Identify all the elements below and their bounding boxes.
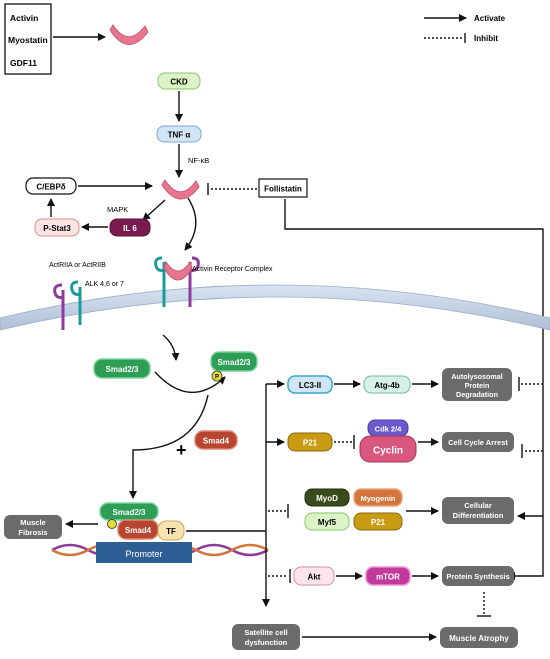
myf5-label: Myf5 [318,518,337,527]
p21-node [287,432,333,452]
cebp-node [25,177,77,195]
autolysosomal-label-1: Autolysosomal [451,372,503,381]
nfkb-label: NF-κB [188,156,209,165]
cyclin-node [359,435,417,463]
myod-node [304,488,350,507]
receptor-actrii [53,283,65,330]
muscle-fibrosis-node [4,515,62,539]
receptor-complex-label: Activin Receptor Complex [192,266,273,273]
ligand-myostatin: Myostatin [8,35,48,45]
ligand-activin: Activin [10,13,38,23]
autolysosomal-label-2: Protein [465,381,490,390]
satellite-cell-node [232,624,300,650]
protein-synthesis-label: Protein Synthesis [446,572,509,581]
autolysosomal-label-3: Degradation [456,390,498,399]
akt-node [293,566,335,586]
actrii-label: ActRIIA or ActRIIB [49,262,106,269]
cellular-differentiation-label-2: Differentiation [453,511,504,520]
myostatin-icon [161,179,200,200]
ckd-label: CKD [170,78,188,87]
ckd-node [157,72,201,90]
cellular-differentiation-node [442,497,514,524]
p21-b-label: P21 [371,518,386,527]
smad23-node [93,358,151,379]
tnf-node [156,125,202,143]
atg4b-node [363,375,411,394]
mtor-label: mTOR [376,573,400,582]
myf5-node [304,512,350,531]
smad23-label: Smad2/3 [106,365,139,374]
phospho-label: P [215,375,219,381]
pstat3-label: P-Stat3 [43,224,71,233]
smad23-p-node [210,351,258,372]
legend: Activate Inhibit [424,14,506,43]
legend-activate: Activate [474,14,506,23]
smad23-p-label: Smad2/3 [218,358,251,367]
myogenin-node [353,488,403,507]
tf-label: TF [166,527,176,536]
legend-inhibit: Inhibit [474,34,498,43]
p21-label: P21 [303,439,318,448]
pstat3-node [34,218,80,237]
mtor-node [365,566,411,586]
p21-b-node [353,512,403,531]
muscle-atrophy-label: Muscle Atrophy [449,634,509,643]
receptor-alk [70,280,82,325]
il6-label: IL 6 [123,224,137,233]
cell-membrane [0,284,550,331]
akt-label: Akt [308,573,321,582]
cellular-differentiation-label-1: Cellular [464,501,492,510]
ligand-gdf11: GDF11 [10,58,37,68]
smad4-label: Smad4 [203,437,230,446]
autolysosomal-node [442,368,512,401]
protein-synthesis-node [442,566,514,586]
muscle-atrophy-node [440,627,518,648]
promoter-label: Promoter [125,549,162,559]
plus-sign: + [176,440,187,460]
follistatin-label: Follistatin [264,185,302,194]
smad4-node [194,430,238,450]
follistatin-node [258,178,308,198]
muscle-fibrosis-label-1: Muscle [20,518,45,527]
ligand-box: Activin Myostatin GDF11 [4,3,52,75]
alk-label: ALK 4,6 or 7 [85,281,124,288]
myogenin-label: Myogenin [361,494,396,503]
lc3-node [287,375,333,394]
myod-label: MyoD [316,494,338,503]
nuclear-phospho-badge [107,519,117,529]
cell-cycle-arrest-label: Cell Cycle Arrest [448,438,508,447]
atg4b-label: Atg-4b [374,381,399,390]
nuclear-smad4-label: Smad4 [125,526,152,535]
ligand-icon [109,24,149,45]
lc3-label: LC3-II [299,381,321,390]
phospho-badge [211,370,223,382]
cebp-label: C/EBPδ [36,183,65,192]
cell-cycle-arrest-node [442,432,514,452]
mapk-label: MAPK [107,205,128,214]
nuclear-smad23-label: Smad2/3 [113,508,146,517]
cdk-label: Cdk 2/4 [375,425,403,434]
il6-node [109,218,151,237]
tf-node [157,520,185,541]
activin-receptor-complex [154,256,200,307]
tnf-label: TNF α [168,131,191,140]
cyclin-label: Cyclin [373,446,403,457]
promoter-node [96,542,192,563]
satellite-cell-label-2: dysfunction [245,638,288,647]
muscle-fibrosis-label-2: Fibrosis [18,528,47,537]
satellite-cell-label-1: Satellite cell [244,628,287,637]
